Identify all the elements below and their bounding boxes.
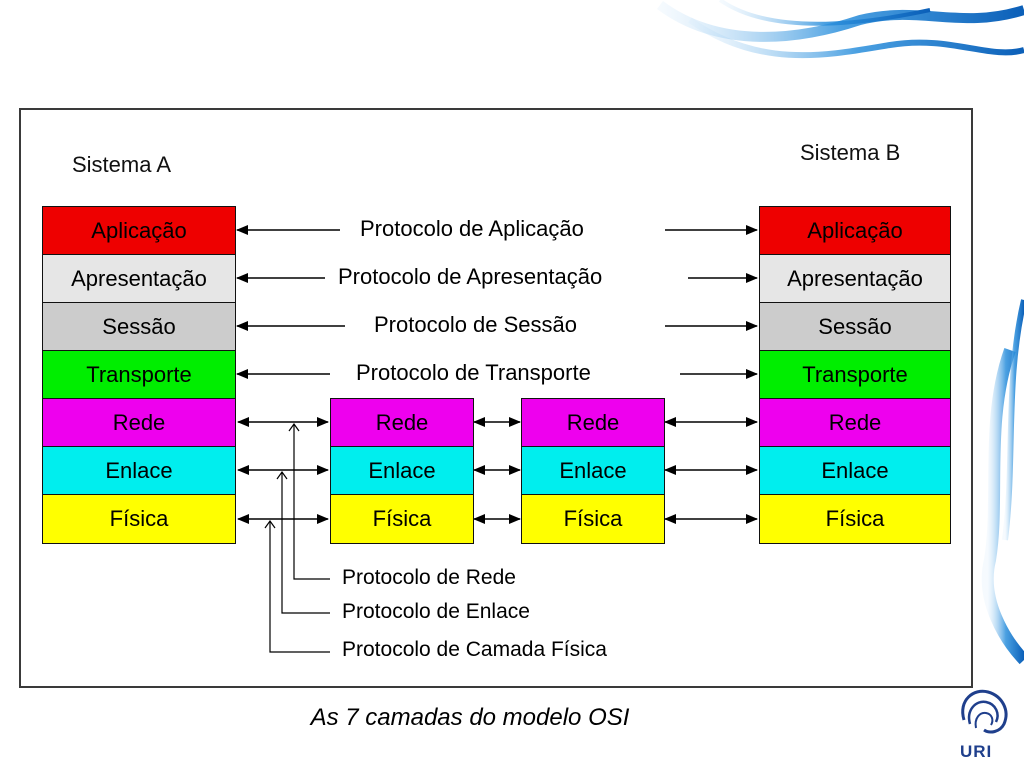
layer-b-sessao: Sessão (759, 302, 951, 351)
layer-a-transporte: Transporte (42, 350, 236, 399)
layer-a-enlace: Enlace (42, 446, 236, 495)
layer-b-enlace: Enlace (759, 446, 951, 495)
legend-enlace: Protocolo de Enlace (342, 600, 530, 623)
protocol-sessao-label: Protocolo de Sessão (364, 312, 588, 338)
protocol-apresentacao-label: Protocolo de Apresentação (328, 264, 613, 290)
layer-a-apresentacao: Apresentação (42, 254, 236, 303)
layer-r2-fisica: Física (521, 494, 665, 544)
uri-logo-text: URI (960, 742, 993, 761)
layer-r2-rede: Rede (521, 398, 665, 447)
legend-rede: Protocolo de Rede (342, 566, 516, 589)
layer-r1-rede: Rede (330, 398, 474, 447)
layer-r2-enlace: Enlace (521, 446, 665, 495)
layer-b-fisica: Física (759, 494, 951, 544)
layer-a-sessao: Sessão (42, 302, 236, 351)
uri-logo-icon (961, 689, 1008, 734)
layer-b-aplicacao: Aplicação (759, 206, 951, 255)
leader-rede (293, 424, 330, 580)
layer-a-rede: Rede (42, 398, 236, 447)
layer-b-transporte: Transporte (759, 350, 951, 399)
layer-b-apresentacao: Apresentação (759, 254, 951, 303)
system-a-title: Sistema A (72, 152, 172, 177)
system-b-title: Sistema B (800, 140, 901, 165)
leader-enlace (281, 472, 330, 614)
protocol-transporte-label: Protocolo de Transporte (346, 360, 601, 386)
leader-fisica (269, 521, 330, 653)
legend-fisica: Protocolo de Camada Física (342, 638, 607, 661)
layer-r1-enlace: Enlace (330, 446, 474, 495)
protocol-aplicacao-label: Protocolo de Aplicação (350, 216, 594, 242)
layer-b-rede: Rede (759, 398, 951, 447)
layer-a-fisica: Física (42, 494, 236, 544)
layer-a-aplicacao: Aplicação (42, 206, 236, 255)
figure-caption: As 7 camadas do modelo OSI (310, 704, 630, 731)
layer-r1-fisica: Física (330, 494, 474, 544)
